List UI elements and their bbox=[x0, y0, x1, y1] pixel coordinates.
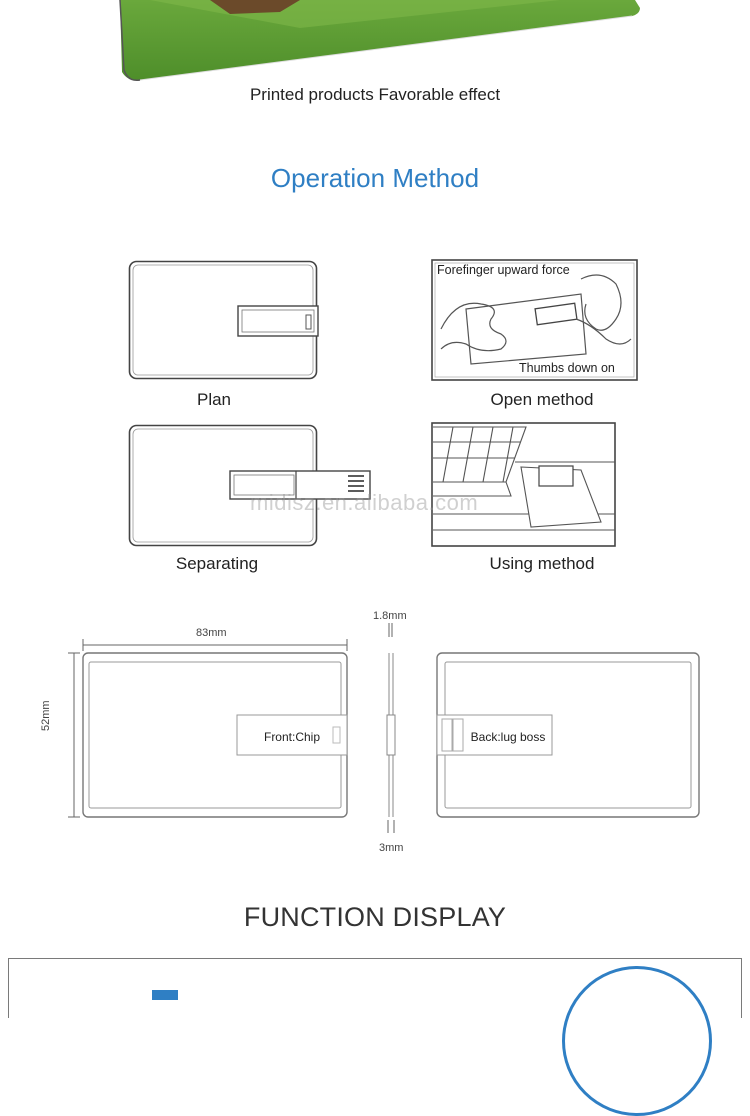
open-note-top: Forefinger upward force bbox=[437, 263, 570, 277]
thickness-top-dimension: 1.8mm bbox=[373, 610, 407, 622]
using-method-label: Using method bbox=[489, 554, 595, 573]
using-method-diagram bbox=[431, 422, 617, 553]
dimension-drawing bbox=[55, 605, 715, 870]
open-note-bottom: Thumbs down on bbox=[519, 361, 615, 375]
thickness-bottom-dimension: 3mm bbox=[379, 842, 404, 854]
plan-label: Plan bbox=[196, 390, 232, 409]
function-icon bbox=[152, 990, 178, 1000]
watermark: midisz.en.alibaba.com bbox=[250, 490, 479, 515]
open-method-label: Open method bbox=[490, 390, 594, 409]
function-circle bbox=[562, 966, 712, 1116]
open-method-diagram: Forefinger upward force Thumbs down on bbox=[431, 259, 639, 387]
function-title: FUNCTION DISPLAY bbox=[243, 902, 507, 932]
banner-caption: Printed products Favorable effect bbox=[249, 85, 501, 104]
height-dimension: 52mm bbox=[40, 700, 52, 731]
back-lug-label: Back:lug boss bbox=[470, 730, 546, 744]
separating-diagram bbox=[128, 424, 378, 554]
function-panel bbox=[8, 958, 742, 1018]
printed-card-photo bbox=[0, 0, 750, 90]
operation-title: Operation Method bbox=[270, 163, 480, 193]
separating-label: Separating bbox=[175, 554, 259, 573]
front-chip-label: Front:Chip bbox=[263, 730, 321, 744]
width-dimension: 83mm bbox=[196, 627, 227, 639]
plan-diagram bbox=[128, 260, 320, 387]
